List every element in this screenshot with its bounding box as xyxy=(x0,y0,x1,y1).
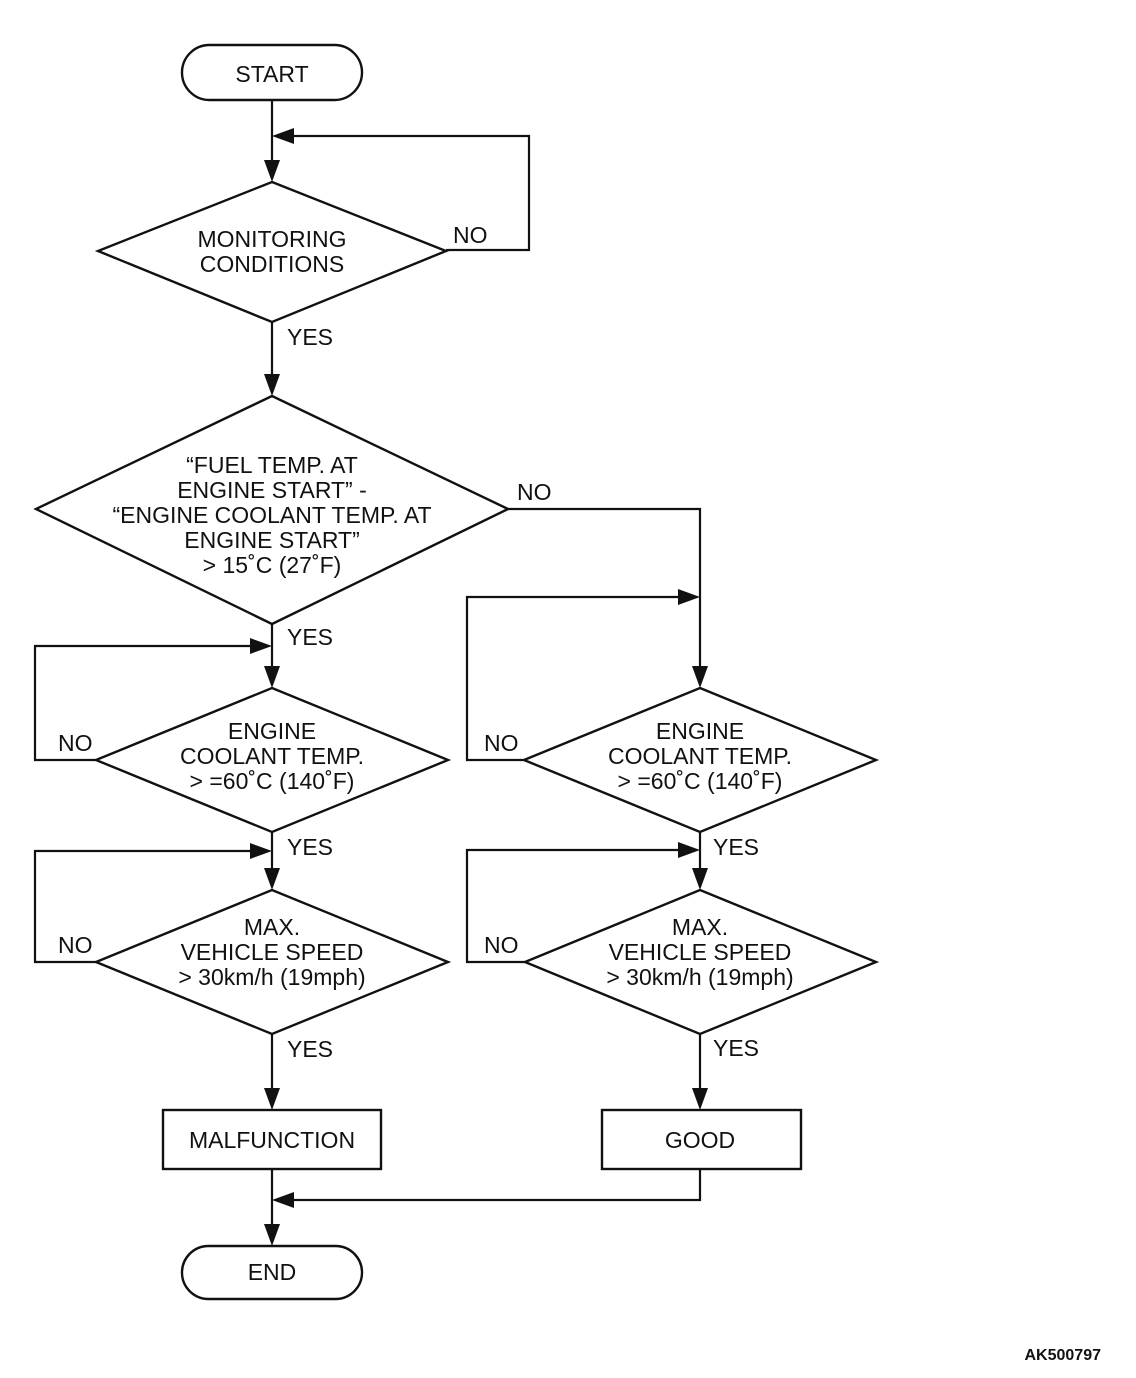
speed-left-line-2: VEHICLE SPEED xyxy=(181,939,364,965)
connector-speed-left-no-loop xyxy=(33,849,250,964)
monitoring-yes-label: YES xyxy=(287,324,333,350)
monitoring-line-2: CONDITIONS xyxy=(200,251,344,277)
speed-right-no-label: NO xyxy=(484,932,519,958)
arrowhead xyxy=(678,842,700,858)
coolant-right-line-2: COOLANT TEMP. xyxy=(608,743,792,769)
arrowhead xyxy=(250,843,272,859)
figure-id: AK500797 xyxy=(1025,1347,1102,1364)
fuel-temp-line-5: > 15˚C (27˚F) xyxy=(203,552,342,578)
speed-left-decision: MAX. VEHICLE SPEED > 30km/h (19mph) xyxy=(92,888,452,1036)
connectors xyxy=(33,100,708,1246)
arrowhead xyxy=(692,868,708,890)
fuel-temp-diamond xyxy=(33,394,511,626)
speed-left-diamond xyxy=(92,888,452,1036)
monitoring-diamond xyxy=(94,180,450,324)
fuel-temp-no-label: NO xyxy=(517,479,552,505)
malfunction-process: MALFUNCTION xyxy=(161,1108,383,1171)
fuel-temp-line-2: ENGINE START” - xyxy=(177,477,367,503)
coolant-left-no-label: NO xyxy=(58,730,93,756)
arrowhead xyxy=(264,1224,280,1246)
coolant-left-line-1: ENGINE xyxy=(228,718,316,744)
arrowhead xyxy=(272,128,294,144)
start-terminal: START xyxy=(180,43,364,102)
coolant-left-diamond xyxy=(92,686,452,834)
malfunction-label: MALFUNCTION xyxy=(189,1127,355,1153)
monitoring-no-label: NO xyxy=(453,222,488,248)
connector-monitoring-no-loop xyxy=(294,134,531,252)
end-label: END xyxy=(248,1259,297,1285)
arrowhead xyxy=(264,160,280,182)
speed-right-line-3: > 30km/h (19mph) xyxy=(606,964,793,990)
arrowhead xyxy=(678,589,700,605)
fuel-temp-decision: “FUEL TEMP. AT ENGINE START” - “ENGINE C… xyxy=(33,394,511,626)
fuel-temp-line-3: “ENGINE COOLANT TEMP. AT xyxy=(112,502,431,528)
end-shape xyxy=(180,1244,364,1301)
arrowhead xyxy=(264,1088,280,1110)
speed-left-line-1: MAX. xyxy=(244,914,300,940)
start-shape xyxy=(180,43,364,102)
malfunction-box xyxy=(161,1108,383,1171)
connector-fuel-no-right xyxy=(508,507,702,666)
fuel-temp-line-1: “FUEL TEMP. AT xyxy=(186,452,358,478)
arrowhead xyxy=(264,374,280,396)
coolant-left-yes-label: YES xyxy=(287,834,333,860)
speed-right-decision: MAX. VEHICLE SPEED > 30km/h (19mph) xyxy=(521,888,880,1036)
coolant-right-line-3: > =60˚C (140˚F) xyxy=(618,768,783,794)
arrowhead xyxy=(692,666,708,688)
speed-left-no-label: NO xyxy=(58,932,93,958)
coolant-left-line-3: > =60˚C (140˚F) xyxy=(190,768,355,794)
connector-good-merge xyxy=(294,1169,702,1202)
coolant-right-no-label: NO xyxy=(484,730,519,756)
good-label: GOOD xyxy=(665,1127,735,1153)
coolant-right-yes-label: YES xyxy=(713,834,759,860)
connector-coolant-right-no-loop xyxy=(465,595,678,762)
speed-left-yes-label: YES xyxy=(287,1036,333,1062)
connector-speed-right-no-loop xyxy=(465,848,678,964)
arrowhead xyxy=(692,1088,708,1110)
good-box xyxy=(600,1108,803,1171)
coolant-left-decision: ENGINE COOLANT TEMP. > =60˚C (140˚F) xyxy=(92,686,452,834)
speed-right-line-2: VEHICLE SPEED xyxy=(609,939,792,965)
arrowhead xyxy=(264,868,280,890)
fuel-temp-line-4: ENGINE START” xyxy=(184,527,360,553)
arrowhead xyxy=(264,666,280,688)
arrowhead xyxy=(272,1192,294,1208)
speed-right-line-1: MAX. xyxy=(672,914,728,940)
coolant-right-diamond xyxy=(520,686,880,834)
branch-labels: NO YES NO YES NO NO YES YES NO NO YES YE… xyxy=(58,222,759,1062)
coolant-left-line-2: COOLANT TEMP. xyxy=(180,743,364,769)
arrowhead xyxy=(250,638,272,654)
coolant-right-line-1: ENGINE xyxy=(656,718,744,744)
speed-right-diamond xyxy=(521,888,880,1036)
coolant-right-decision: ENGINE COOLANT TEMP. > =60˚C (140˚F) xyxy=(520,686,880,834)
end-terminal: END xyxy=(180,1244,364,1301)
speed-left-line-3: > 30km/h (19mph) xyxy=(178,964,365,990)
good-process: GOOD xyxy=(600,1108,803,1171)
fuel-temp-yes-label: YES xyxy=(287,624,333,650)
start-label: START xyxy=(235,61,308,87)
speed-right-yes-label: YES xyxy=(713,1035,759,1061)
connector-coolant-left-no-loop xyxy=(33,644,250,762)
monitoring-decision: MONITORING CONDITIONS xyxy=(94,180,450,324)
monitoring-line-1: MONITORING xyxy=(197,226,346,252)
